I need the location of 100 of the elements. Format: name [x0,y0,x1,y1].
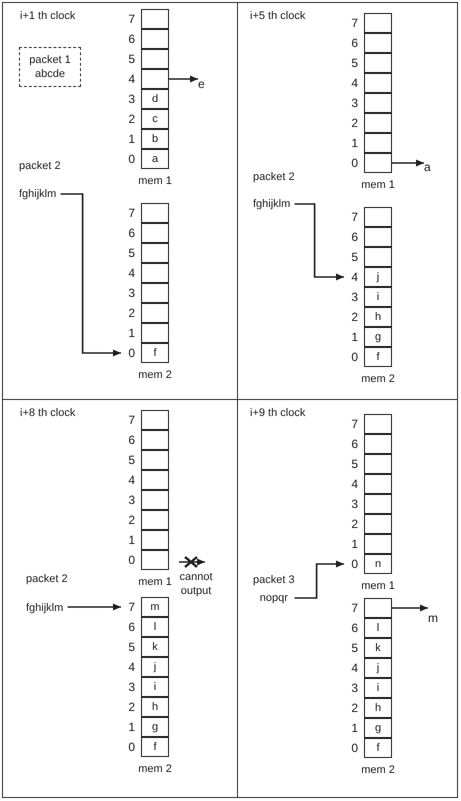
address-number: 5 [350,249,358,266]
panel [237,2,458,400]
address-number: 0 [127,739,135,756]
memory-cell: l [141,617,169,637]
memory-label: mem 2 [137,368,173,383]
address-number: 1 [127,325,135,342]
address-number: 6 [350,620,358,637]
address-number: 4 [350,75,358,92]
arrow [392,160,424,166]
address-number: 6 [127,619,135,636]
clock-label: i+5 th clock [250,9,306,23]
memory-cell: f [364,738,392,758]
address-number: 2 [127,111,135,128]
address-number: 0 [350,556,358,573]
address-number: 0 [127,552,135,569]
memory-cell: f [141,343,169,363]
memory-label: mem 1 [360,579,396,594]
address-number: 3 [127,91,135,108]
memory-cell: m [141,597,169,617]
memory-cell: j [364,267,392,287]
address-number: 3 [350,289,358,306]
packet-data: abcde [35,67,65,81]
address-number: 2 [127,699,135,716]
address-number: 6 [127,432,135,449]
memory-cell: j [364,658,392,678]
memory-label: mem 1 [137,575,173,590]
memory-cell: i [364,678,392,698]
address-number: 1 [127,719,135,736]
panel [2,399,238,798]
arrow [169,76,198,82]
address-number: 7 [350,416,358,433]
address-number: 7 [127,412,135,429]
output-value: a [424,159,431,175]
packet-box [19,47,81,87]
address-number: 7 [127,599,135,616]
memory-cell: j [141,657,169,677]
packet-data: fghijklm [253,197,292,211]
memory-label: mem 2 [137,762,173,777]
address-number: 2 [350,516,358,533]
memory-cell: l [364,618,392,638]
packet-data: fghijklm [26,601,64,615]
address-number: 2 [350,115,358,132]
address-number: 0 [127,151,135,168]
address-number: 4 [127,472,135,489]
arrow [294,560,344,599]
packet-label: packet 1 [29,53,71,67]
address-number: 3 [127,679,135,696]
panel [2,2,238,400]
address-number: 1 [350,720,358,737]
clock-label: i+8 th clock [20,406,76,420]
address-number: 1 [350,536,358,553]
address-number: 4 [350,269,358,286]
packet-data: fghijklm [19,187,58,201]
panel [237,399,458,798]
address-number: 6 [127,225,135,242]
address-number: 4 [127,71,135,88]
packet-label: packet 2 [19,159,61,173]
memory-label: mem 2 [360,763,396,778]
memory-cell: k [141,637,169,657]
address-number: 3 [127,285,135,302]
address-number: 7 [127,11,135,28]
memory-label: mem 1 [360,178,396,193]
memory-cell: i [364,287,392,307]
address-number: 3 [350,95,358,112]
address-number: 3 [127,492,135,509]
memory-cell: b [141,129,169,149]
address-number: 4 [127,659,135,676]
address-number: 2 [350,700,358,717]
address-number: 0 [127,345,135,362]
memory-cell: g [364,327,392,347]
edge-label: cannot output [178,570,214,598]
clock-label: i+9 th clock [250,406,306,420]
memory-label: mem 2 [360,372,396,387]
output-value: e [198,76,205,92]
memory-cell: d [141,89,169,109]
address-number: 5 [350,456,358,473]
address-number: 4 [350,660,358,677]
address-number: 6 [350,35,358,52]
memory-cell: h [364,307,392,327]
packet-data: nopqr [258,591,289,605]
address-number: 5 [127,51,135,68]
arrow [68,604,121,610]
address-number: 6 [350,436,358,453]
memory-cell: n [364,554,392,574]
address-number: 2 [127,512,135,529]
arrow [294,203,344,280]
address-number: 5 [127,452,135,469]
address-number: 7 [350,209,358,226]
arrow [60,193,121,356]
address-number: 0 [350,155,358,172]
packet-label: packet 3 [253,573,295,587]
address-number: 5 [127,245,135,262]
memory-label: mem 1 [137,174,173,189]
memory-cell: h [141,697,169,717]
address-number: 2 [350,309,358,326]
address-number: 7 [127,205,135,222]
address-number: 1 [350,329,358,346]
address-number: 6 [350,229,358,246]
address-number: 1 [350,135,358,152]
packet-label: packet 2 [253,170,295,184]
